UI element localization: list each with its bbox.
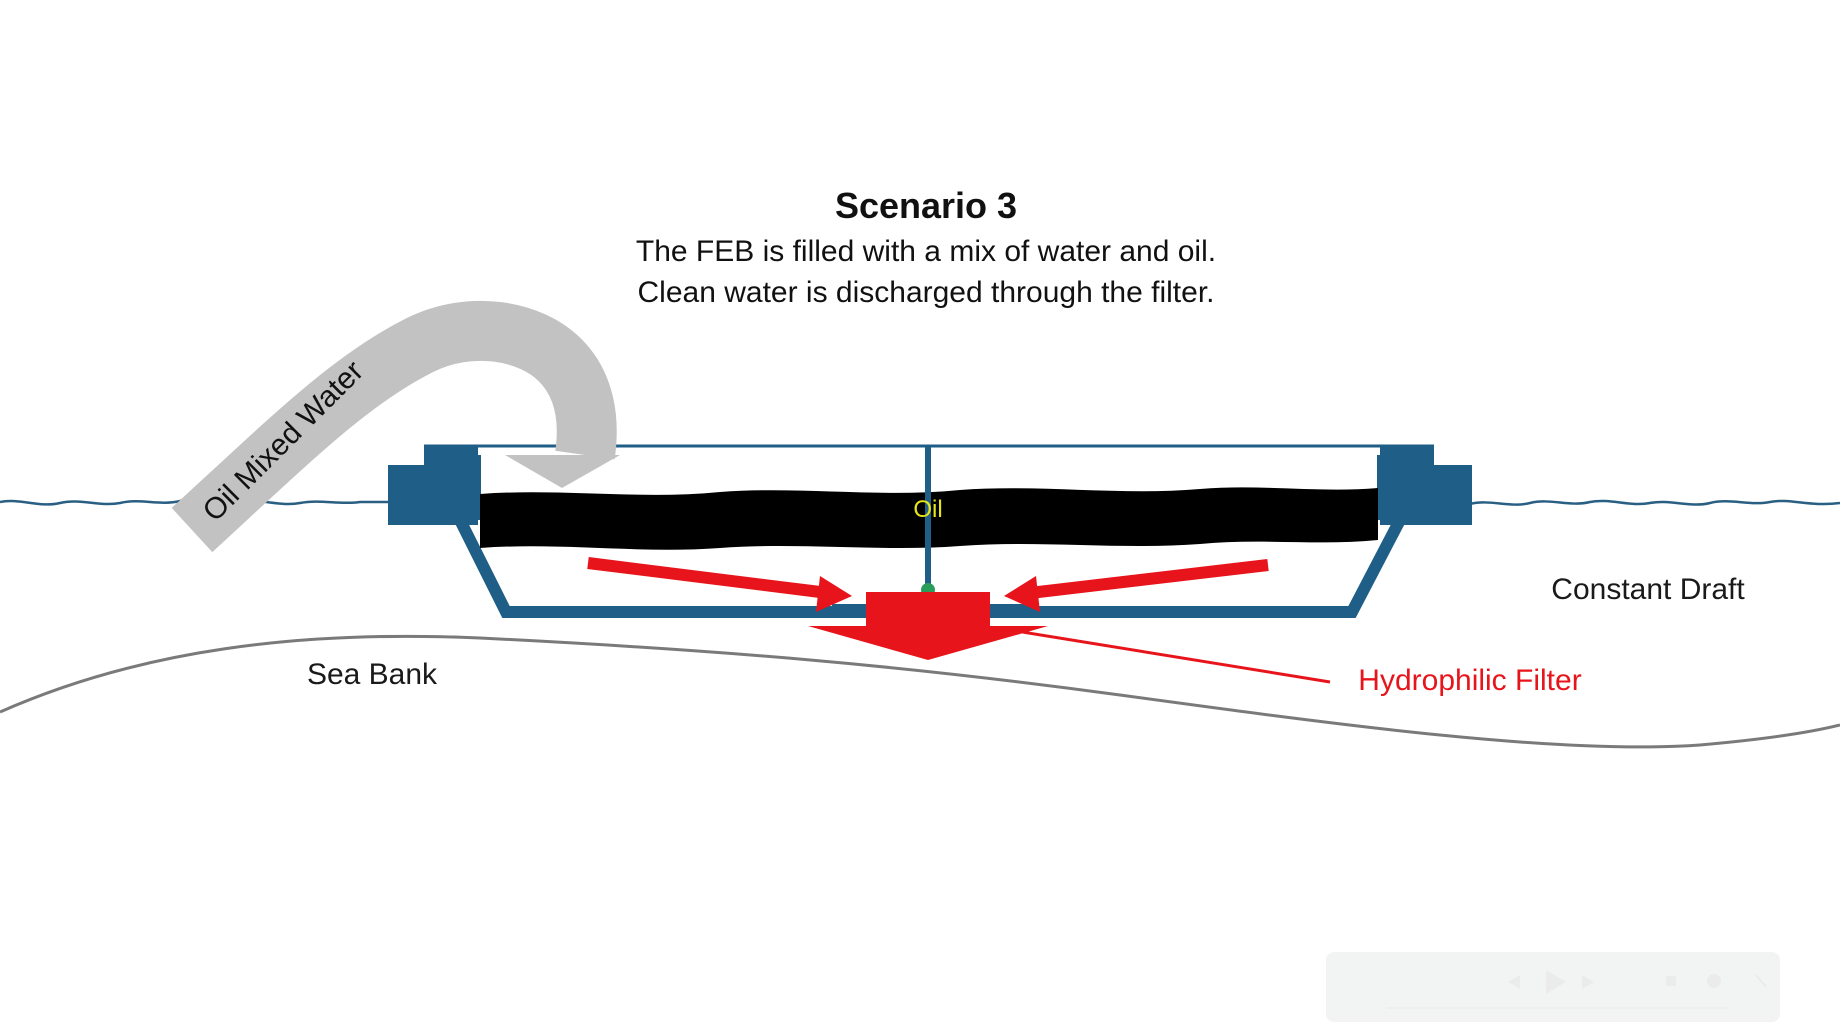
float-right [1380, 445, 1472, 525]
filter-pointer-line [1009, 628, 1331, 684]
close-icon[interactable] [1755, 974, 1767, 988]
settings-icon[interactable] [1707, 974, 1721, 988]
filter-plate-right [988, 604, 1028, 612]
player-background [1326, 952, 1780, 1022]
constant-draft-label: Constant Draft [1551, 573, 1745, 606]
volume-icon[interactable] [1666, 976, 1676, 986]
flow-arrow-left [587, 557, 852, 612]
inflow-arrow [171, 300, 620, 553]
hydrophilic-filter-label: Hydrophilic Filter [1358, 664, 1581, 697]
float-left [388, 445, 478, 525]
oil-label: Oil [913, 496, 942, 523]
filter-plate-left [832, 604, 872, 612]
subtitle-line-1: The FEB is filled with a mix of water an… [636, 235, 1216, 268]
subtitle-line-2: Clean water is discharged through the fi… [638, 276, 1215, 309]
sea-bank-label: Sea Bank [307, 658, 438, 691]
sea-bank-line [0, 634, 1840, 749]
rewind-icon[interactable] [1508, 975, 1520, 989]
play-icon[interactable] [1546, 970, 1566, 994]
water-surface-right [1469, 499, 1840, 506]
diagram-title: Scenario 3 [835, 185, 1017, 226]
flow-arrow-right [1004, 559, 1269, 612]
discharge-arrow [808, 592, 1048, 660]
forward-icon[interactable] [1582, 975, 1594, 989]
video-player-controls[interactable] [1326, 952, 1780, 1022]
